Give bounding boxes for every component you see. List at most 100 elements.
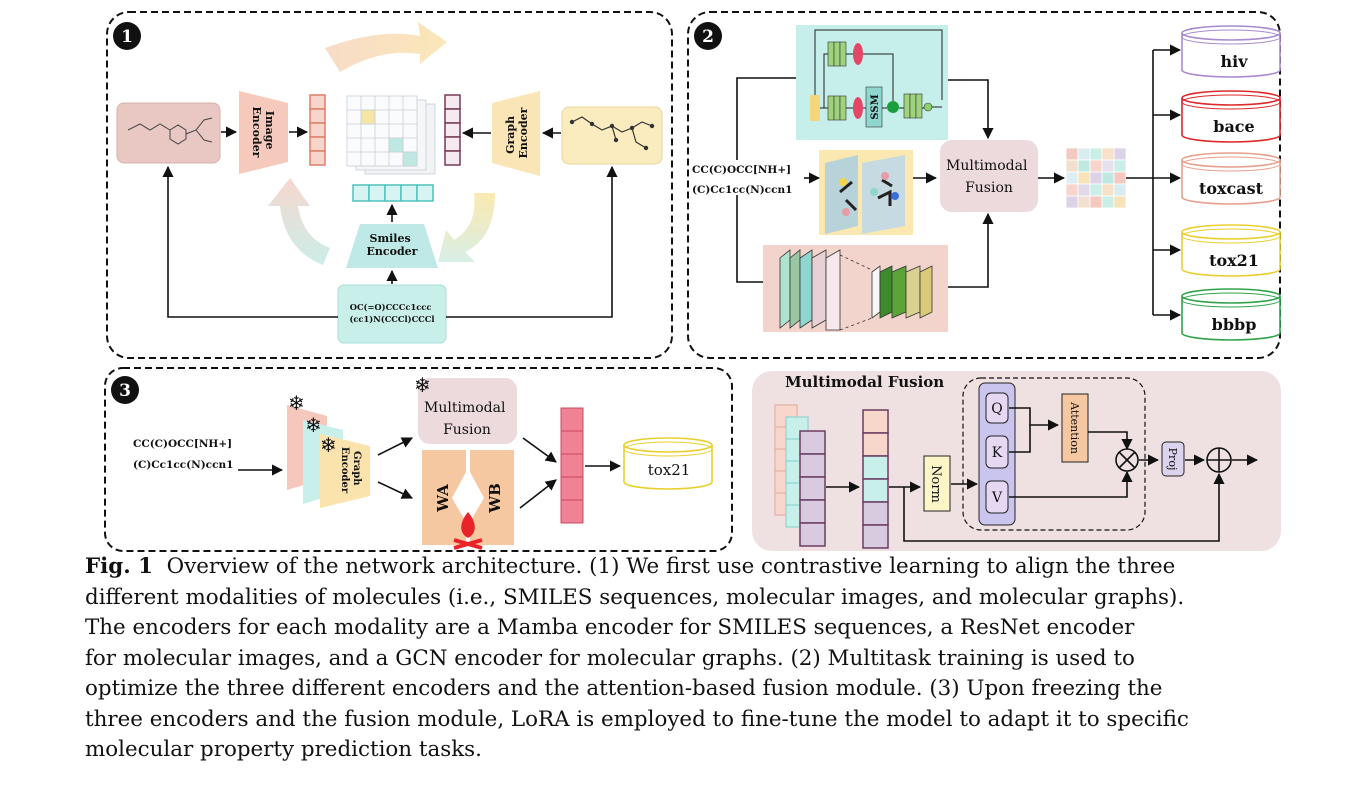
smiles-encoder-shape [346,224,438,268]
panel-3: 3 CC(C)OCC[NH+] (C)Cc1cc(N)ccn1 Graph En… [104,367,733,552]
fusion-detail-title: Multimodal Fusion [785,373,944,391]
panel-2-border [687,11,1281,359]
dataset-hiv-label: hiv [1220,52,1248,71]
panel-3-border [104,367,733,552]
connector-smiles-to-graph [446,165,618,318]
cycle-arrow-top [325,22,447,72]
proj-box [1161,441,1185,477]
mamba-gate-node [887,101,899,113]
panel-2-fusion-line-2: Fusion [965,180,1013,196]
frozen-encoder-stack [287,405,370,508]
image-layer-back [825,155,858,234]
panel-3-fusion-label: Multimodal Fusion [424,400,510,438]
panel-2-fusion-box [940,140,1038,212]
add-icon [1206,447,1232,473]
ssm-label: SSM [870,94,881,119]
arrow-encoder-to-lora [377,481,414,499]
panel-1: 1 Image Encoder [106,11,673,359]
gcn-layers [779,249,933,331]
panel-3-graph-encoder-line-1: Graph [351,451,362,486]
smiles-encoder-line-1: Smiles [370,232,411,245]
panel-3-smiles-text: CC(C)OCC[NH+] (C)Cc1cc(N)ccn1 [133,438,236,471]
caption-text-1: Overview of the network architecture. (1… [166,554,1176,579]
molecule-image-icon [127,117,213,145]
ssm-box [865,86,883,128]
caption-line-3: The encoders for each modality are a Mam… [85,615,1135,640]
figure-caption: Fig. 1 Overview of the network architect… [85,552,1295,766]
fusion-detail: Multimodal Fusion Norm Q K V [752,371,1281,551]
caption-line-5: optimize the three different encoders an… [85,676,1163,701]
mamba-wiring [814,29,943,109]
dataset-branch-lines [1126,44,1182,321]
molecule-image-box [116,102,221,164]
dataset-tox21: tox21 [1181,224,1281,277]
q-label: Q [991,401,1002,417]
panel-1-border [106,11,673,359]
q-box [985,392,1009,424]
snowflake-icon-fusion: ❄ [414,373,431,397]
dataset-bace-label: bace [1213,117,1254,136]
caption-line-7: molecular property prediction tasks. [85,737,482,762]
graph-encoder-line-1: Graph [504,116,517,154]
mamba-conv-node-bottom [853,97,863,119]
panel-3-graph-encoder-label: Graph Encoder [339,447,362,494]
dataset-toxcast: toxcast [1181,152,1281,205]
panel-1-smiles-box [337,284,447,344]
panel-2-fusion-line-1: Multimodal [946,158,1028,174]
panel-2-badge-number: 2 [702,27,714,47]
panel-1-smiles-line-2: (cc1)N(CCCl)CCCl [349,314,434,324]
snowflake-icon-encoder-3: ❄ [320,433,337,457]
smiles-feature-vector [352,184,434,202]
fusion-detail-background [752,371,1281,551]
image-feature-vector [309,94,326,166]
molecular-graph-box [561,106,663,165]
fire-icon [453,512,483,550]
image-layer-dots [839,172,899,216]
mamba-sum-node [923,102,933,112]
attention-box [1061,393,1089,463]
panel-2-smiles-line-1: CC(C)OCC[NH+] [692,164,791,176]
panel-3-graph-encoder-line-2: Encoder [339,447,350,494]
dataset-toxcast-label: toxcast [1199,179,1264,198]
panel-3-badge [111,376,139,404]
panel-1-badge-number: 1 [121,27,133,47]
k-box [985,435,1009,469]
smiles-encoder-line-2: Encoder [367,245,418,258]
v-box [985,480,1009,514]
lora-wa-shape [422,450,466,545]
molecular-graph-nodes [569,119,655,151]
lora-wa-label: WA [434,484,452,513]
fusion-input-vectors [774,404,826,547]
snowflake-icon-encoder-2: ❄ [305,413,322,437]
snowflake-icon-encoder-1: ❄ [288,391,305,415]
caption-line-6: three encoders and the fusion module, Lo… [85,706,1189,732]
dataset-bbbp-label: bbbp [1212,315,1257,334]
smiles-encoder-label: Smiles Encoder [367,232,418,258]
architecture-diagram: 1 Image Encoder [104,11,1281,552]
dataset-hiv: hiv [1181,25,1281,78]
image-encoder-shape [239,91,288,174]
graph-encoder-label: Graph Encoder [504,107,530,158]
lora-wb-shape [470,450,514,545]
panel-2: 2 SSM [687,11,1281,359]
caption-line-4: for molecular images, and a GCN encoder … [85,645,1135,671]
norm-label: Norm [928,465,943,503]
norm-box [923,455,951,512]
fusion-concat-vector [862,409,889,549]
caption-line-1: Fig. 1 Overview of the network architect… [85,552,1295,583]
panel-3-badge-number: 3 [119,381,131,401]
image-encoder-label: Image Encoder [250,107,276,158]
connector-smiles-to-image [162,165,338,318]
panel-3-output-vector [560,407,584,524]
arrow-lora-to-output [519,479,557,509]
caption-label: Fig. 1 [85,554,154,579]
dataset-bbbp: bbbp [1181,288,1281,341]
panel-1-smiles-line-1: OC(=O)CCCc1ccc [350,302,432,312]
panel-1-badge [113,22,141,50]
attention-wiring [903,407,1259,542]
k-label: K [992,445,1003,461]
panel-2-input-connectors [736,77,1066,288]
panel-3-dataset-tox21: tox21 [623,437,713,490]
mamba-layers [827,41,923,121]
lora-wb-label: WB [486,483,504,514]
